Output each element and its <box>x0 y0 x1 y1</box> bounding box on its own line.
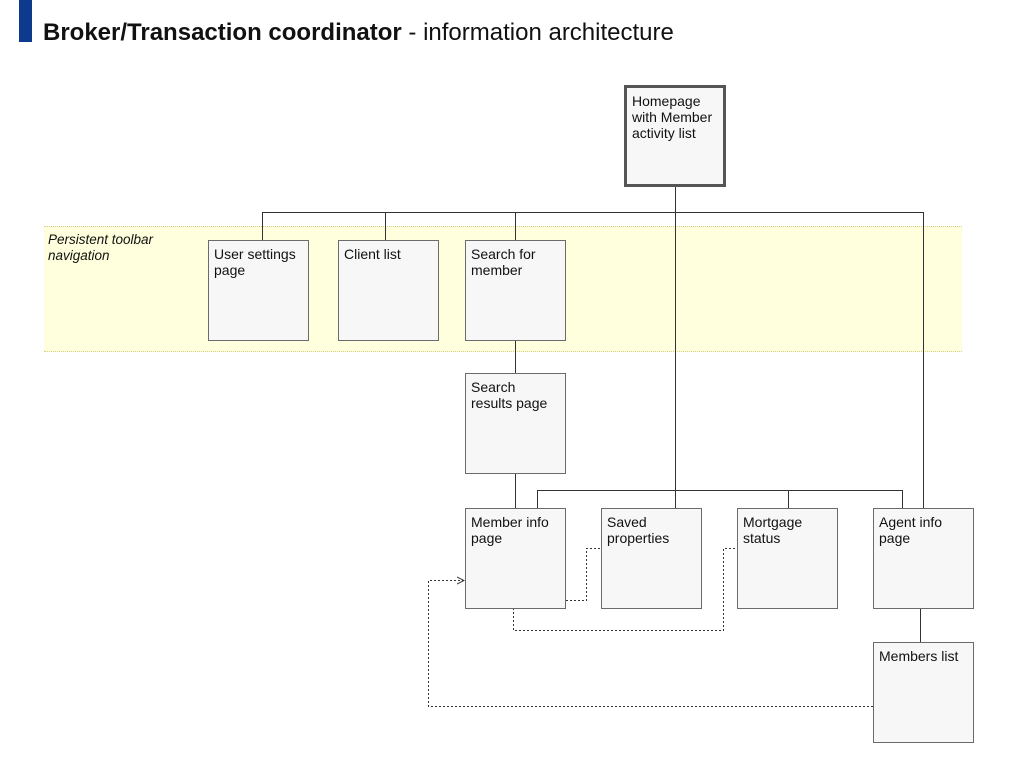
node-search-for-member: Search for member <box>465 240 566 341</box>
node-member-info: Member info page <box>465 508 566 609</box>
toolbar-navigation-label: Persistent toolbar navigation <box>48 232 154 263</box>
node-agent-info: Agent info page <box>873 508 974 609</box>
dotted-link-members-list <box>428 581 873 707</box>
node-saved-properties: Saved properties <box>601 508 702 609</box>
node-user-settings: User settings page <box>208 240 309 341</box>
node-homepage: Homepage with Member activity list <box>624 85 726 187</box>
dotted-link-mortgage-status <box>513 548 737 631</box>
dotted-link-saved-properties <box>566 548 601 601</box>
node-members-list: Members list <box>873 642 974 743</box>
page-title: Broker/Transaction coordinator - informa… <box>43 18 674 48</box>
page-title-subtitle: - information architecture <box>401 19 674 46</box>
title-accent-bar <box>19 0 32 42</box>
node-search-results: Search results page <box>465 373 566 474</box>
node-mortgage-status: Mortgage status <box>737 508 838 609</box>
page-title-main: Broker/Transaction coordinator <box>43 19 402 46</box>
node-client-list: Client list <box>338 240 439 341</box>
